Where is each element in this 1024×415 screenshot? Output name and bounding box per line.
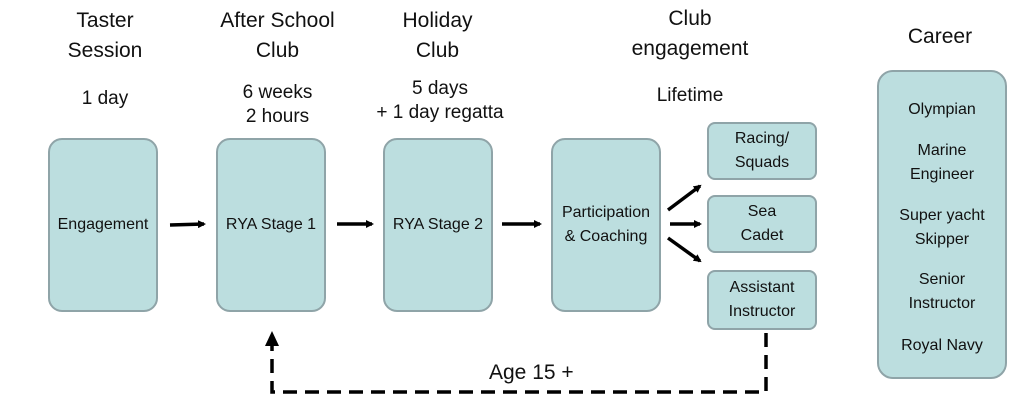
stage-engagement: Engagement: [48, 138, 158, 312]
arrow-to-racing: [666, 184, 702, 212]
stage-participation-coaching: Participation & Coaching: [551, 138, 661, 312]
duration-club-engagement: Lifetime: [656, 85, 724, 106]
stage-rya-stage-2: RYA Stage 2: [383, 138, 493, 312]
header-taster-session: Taster Session: [67, 9, 143, 62]
career-item-royal-navy: Royal Navy: [901, 337, 983, 354]
duration-after-school: 6 weeks 2 hours: [242, 82, 313, 127]
age-label: Age 15 +: [489, 361, 574, 384]
dashed-return-arrowhead: [265, 331, 279, 346]
header-career: Career: [907, 25, 973, 48]
option-sea-cadet: Sea Cadet: [707, 195, 817, 253]
option-assistant-instructor: Assistant Instructor: [707, 270, 817, 330]
career-item-olympian: Olympian: [908, 101, 976, 118]
header-club-engagement: Club engagement: [631, 7, 749, 60]
header-holiday-club: Holiday Club: [402, 9, 473, 62]
header-after-school-club: After School Club: [220, 9, 335, 62]
career-item-marine-engineer: Marine Engineer: [909, 142, 975, 183]
career-item-super-yacht-skipper: Super yacht Skipper: [899, 207, 985, 248]
arrow-to-assistant: [666, 236, 702, 263]
stage-rya-stage-1: RYA Stage 1: [216, 138, 326, 312]
option-racing-squads: Racing/ Squads: [707, 122, 817, 180]
duration-holiday: 5 days + 1 day regatta: [376, 78, 504, 123]
career-item-senior-instructor: Senior Instructor: [908, 271, 976, 312]
arrow-engagement-to-rya1: [169, 220, 206, 229]
career-box: Olympian Marine Engineer Super yacht Ski…: [877, 70, 1007, 379]
dashed-return-path: [270, 333, 768, 394]
duration-taster: 1 day: [81, 88, 129, 109]
